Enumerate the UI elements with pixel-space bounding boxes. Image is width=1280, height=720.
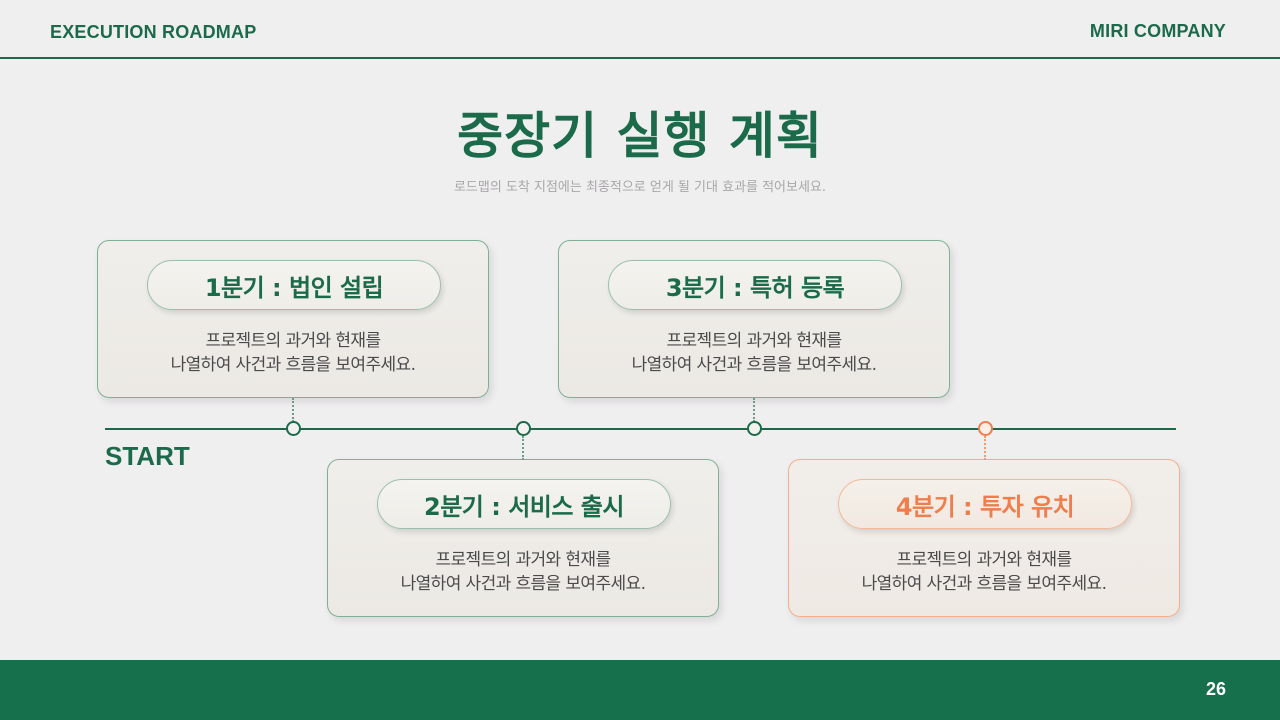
connector-q1 [292,398,294,422]
footer-bar: 26 [0,660,1280,720]
milestone-card-q2: 2분기 : 서비스 출시 프로젝트의 과거와 현재를 나열하여 사건과 흐름을 … [327,459,719,617]
milestone-title: 1분기 : 법인 설립 [204,273,384,302]
milestone-description: 프로젝트의 과거와 현재를 나열하여 사건과 흐름을 보여주세요. [789,548,1179,596]
description-line: 프로젝트의 과거와 현재를 [205,331,381,351]
company-name: MIRI COMPANY [1089,21,1226,41]
timeline-node-q3 [746,421,762,436]
timeline-line [105,428,1176,430]
description-line: 프로젝트의 과거와 현재를 [896,550,1072,570]
milestone-title-pill: 2분기 : 서비스 출시 [377,479,671,529]
description-line: 나열하여 사건과 흐름을 보여주세요. [170,355,416,375]
description-line: 프로젝트의 과거와 현재를 [435,550,611,570]
milestone-title: 3분기 : 특허 등록 [665,273,845,302]
milestone-description: 프로젝트의 과거와 현재를 나열하여 사건과 흐름을 보여주세요. [328,548,718,596]
milestone-title-pill: 4분기 : 투자 유치 [838,479,1132,529]
milestone-title-pill: 1분기 : 법인 설립 [147,260,441,310]
milestone-title: 2분기 : 서비스 출시 [424,492,624,521]
milestone-card-q3: 3분기 : 특허 등록 프로젝트의 과거와 현재를 나열하여 사건과 흐름을 보… [558,240,950,398]
timeline-node-q4 [977,421,993,436]
timeline-node-q2 [515,421,531,436]
description-line: 프로젝트의 과거와 현재를 [666,331,842,351]
description-line: 나열하여 사건과 흐름을 보여주세요. [861,574,1107,594]
connector-q2 [522,436,524,460]
description-line: 나열하여 사건과 흐름을 보여주세요. [400,574,646,594]
page-title: 중장기 실행 계획 [457,107,823,165]
milestone-card-q4: 4분기 : 투자 유치 프로젝트의 과거와 현재를 나열하여 사건과 흐름을 보… [788,459,1180,617]
timeline-node-q1 [285,421,301,436]
description-line: 나열하여 사건과 흐름을 보여주세요. [631,355,877,375]
connector-q4 [984,436,986,460]
connector-q3 [753,398,755,422]
start-label: START [105,441,190,471]
section-label: EXECUTION ROADMAP [50,22,257,42]
milestone-title: 4분기 : 투자 유치 [895,492,1075,521]
header-divider [0,57,1280,59]
page-number: 26 [1205,679,1226,699]
page-subtitle: 로드맵의 도착 지점에는 최종적으로 얻게 될 기대 효과를 적어보세요. [453,180,827,195]
milestone-description: 프로젝트의 과거와 현재를 나열하여 사건과 흐름을 보여주세요. [559,329,949,377]
milestone-description: 프로젝트의 과거와 현재를 나열하여 사건과 흐름을 보여주세요. [98,329,488,377]
milestone-card-q1: 1분기 : 법인 설립 프로젝트의 과거와 현재를 나열하여 사건과 흐름을 보… [97,240,489,398]
milestone-title-pill: 3분기 : 특허 등록 [608,260,902,310]
